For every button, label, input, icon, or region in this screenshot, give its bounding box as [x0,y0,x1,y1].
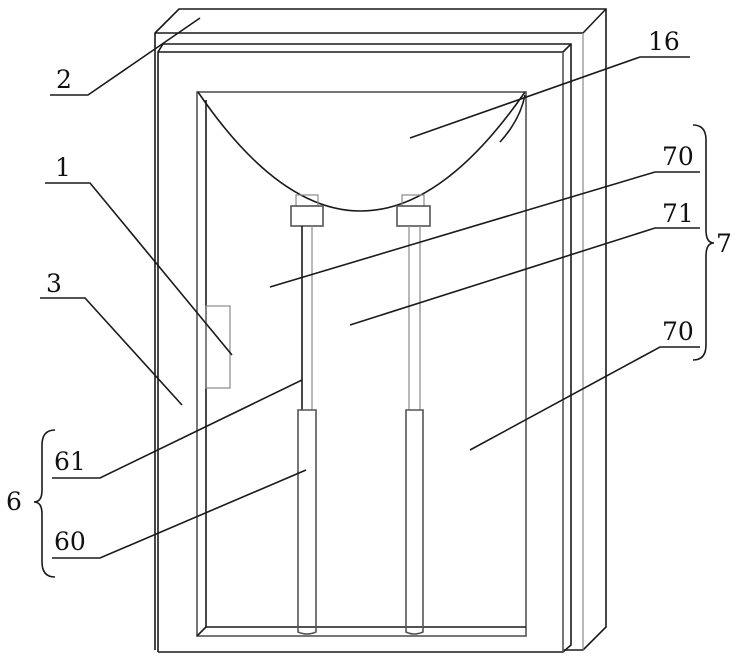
right-strut [397,195,430,634]
leader-lines [34,18,714,577]
outer-frame [155,9,606,650]
label-7: 7 [716,229,732,258]
brace-6 [34,430,55,577]
label-71: 71 [662,199,694,228]
bowl [198,92,525,211]
label-60: 60 [54,527,86,556]
label-61: 61 [54,447,86,476]
label-3: 3 [46,269,62,298]
door-panel [158,44,571,652]
label-6: 6 [6,487,22,516]
label-70-top: 70 [662,142,694,171]
label-16: 16 [648,27,680,56]
brace-7 [693,125,714,360]
left-strut [291,195,323,634]
door-recess [197,92,526,636]
label-70-bottom: 70 [662,317,694,346]
label-1: 1 [55,153,71,182]
label-2: 2 [56,65,72,94]
